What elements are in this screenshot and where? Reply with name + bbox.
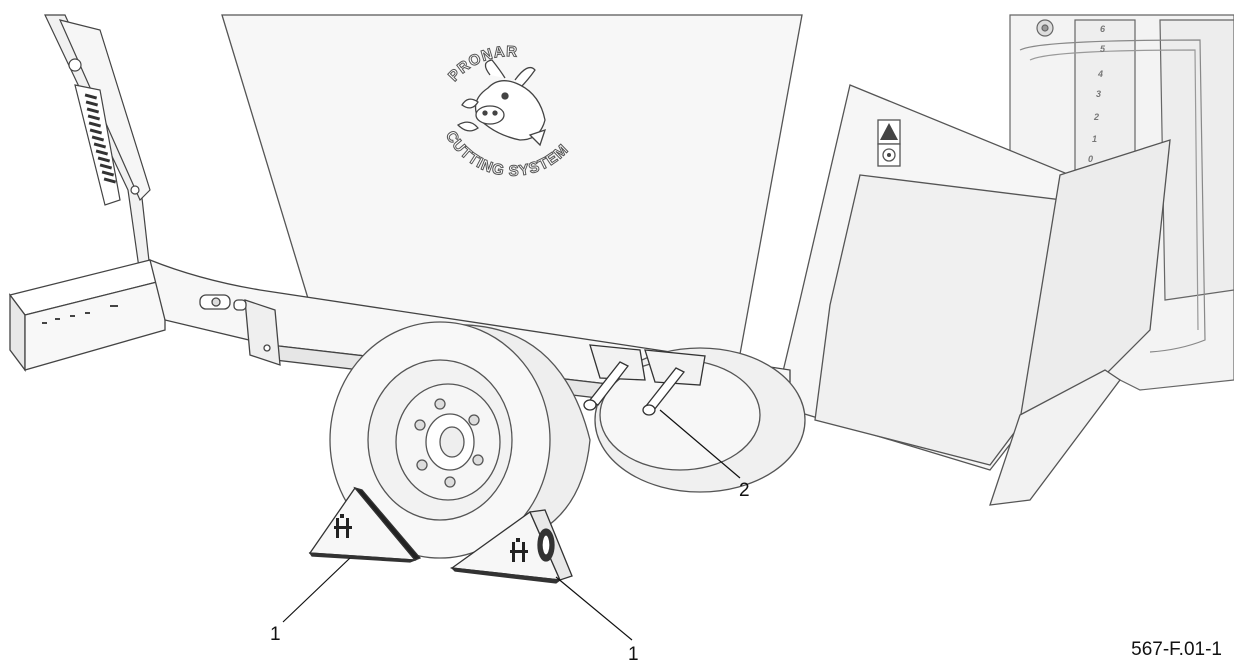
cow-head-icon [456, 59, 547, 147]
callout-holders: 2 [739, 480, 750, 501]
ladder-step-label: 2 [1093, 112, 1099, 122]
front-wheel [329, 321, 591, 559]
pronar-mark-icon [510, 538, 528, 562]
discharge-door [774, 84, 1171, 506]
ladder-step-label: 0 [1088, 154, 1093, 164]
ladder-step-label: 1 [1092, 134, 1097, 144]
ladder-step-label: 6 [1100, 24, 1106, 34]
ladder-steps: 6 5 4 3 2 1 0 [1088, 24, 1106, 164]
hydraulic-arm [44, 14, 151, 276]
pronar-mark-icon [334, 514, 352, 538]
wheel-chock-right [450, 509, 573, 584]
callout-chock-right: 1 [628, 644, 639, 662]
ladder-step-label: 4 [1097, 69, 1103, 79]
wheel-chock-left [308, 486, 422, 563]
leader-lines [282, 409, 741, 641]
callout-chock-left: 1 [270, 624, 281, 645]
chock-holders [583, 344, 706, 416]
ladder-step-label: 5 [1100, 44, 1106, 54]
ladder-step-label: 3 [1096, 89, 1101, 99]
figure-id: 567-F.01-1 [1131, 639, 1222, 660]
rear-wheel [594, 347, 806, 493]
